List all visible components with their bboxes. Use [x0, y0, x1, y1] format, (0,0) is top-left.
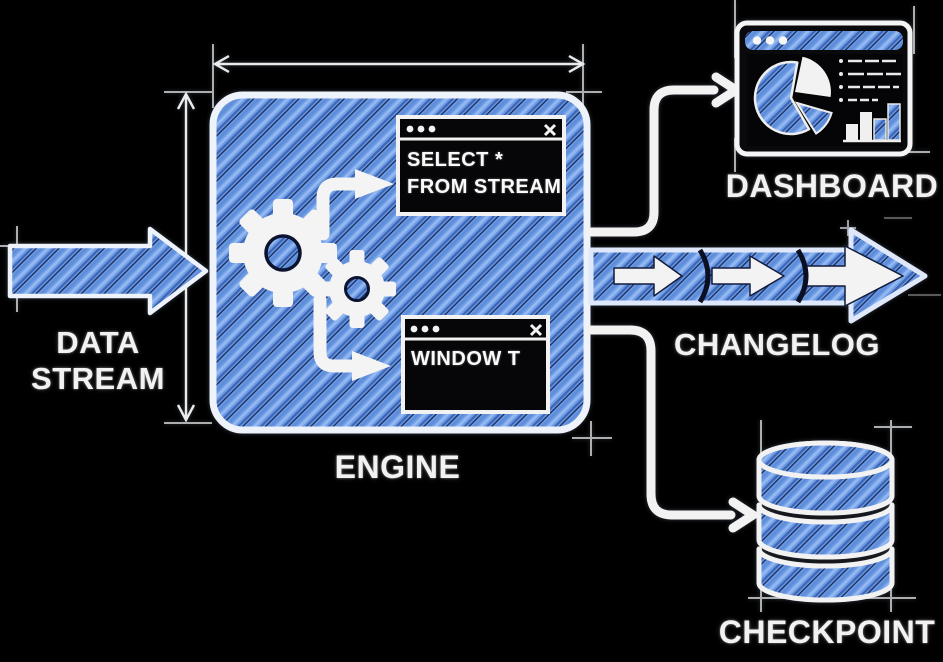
data-stream-label: DATA STREAM	[31, 325, 165, 396]
arrowhead-icon	[711, 72, 745, 108]
browser-dots-icon	[752, 36, 788, 45]
dashboard-label: DASHBOARD	[725, 168, 939, 204]
changelog-inner-arrows-icon	[613, 245, 904, 307]
query-terminal-text: SELECT * FROM STREAM	[407, 147, 562, 201]
browser-titlebar	[745, 31, 903, 50]
changelog-segment-marks	[697, 248, 809, 304]
pie-chart-icon	[753, 56, 833, 136]
gear-small-icon	[318, 250, 396, 328]
changelog-arrow	[588, 227, 928, 324]
stats-list-icon	[839, 59, 901, 102]
query-terminal-window	[396, 115, 566, 216]
engine-label: ENGINE	[334, 449, 461, 485]
dashboard-window	[734, 20, 913, 157]
engine-to-dashboard-connector	[584, 72, 745, 237]
close-icon	[543, 123, 557, 137]
bar-chart-icon	[843, 103, 901, 143]
changelog-label: CHANGELOG	[674, 327, 880, 362]
branch-arrow-up-icon	[316, 169, 394, 241]
data-stream-arrow	[7, 226, 209, 316]
arrowhead-icon	[728, 497, 762, 533]
window-t-terminal-window	[401, 315, 550, 414]
window-t-text: WINDOW T	[411, 348, 521, 370]
gear-large-icon	[229, 199, 337, 307]
checkpoint-database-icon	[756, 440, 895, 603]
query-line-1: SELECT *	[407, 149, 504, 171]
window-dots-icon	[410, 325, 440, 333]
checkpoint-label: CHECKPOINT	[718, 614, 936, 650]
query-line-2: FROM STREAM	[407, 176, 562, 198]
window-dots-icon	[406, 125, 436, 133]
close-icon	[529, 323, 543, 337]
width-dimension-line	[212, 54, 586, 74]
branch-arrow-down-icon	[313, 293, 391, 381]
engine-to-checkpoint-connector	[584, 325, 762, 533]
